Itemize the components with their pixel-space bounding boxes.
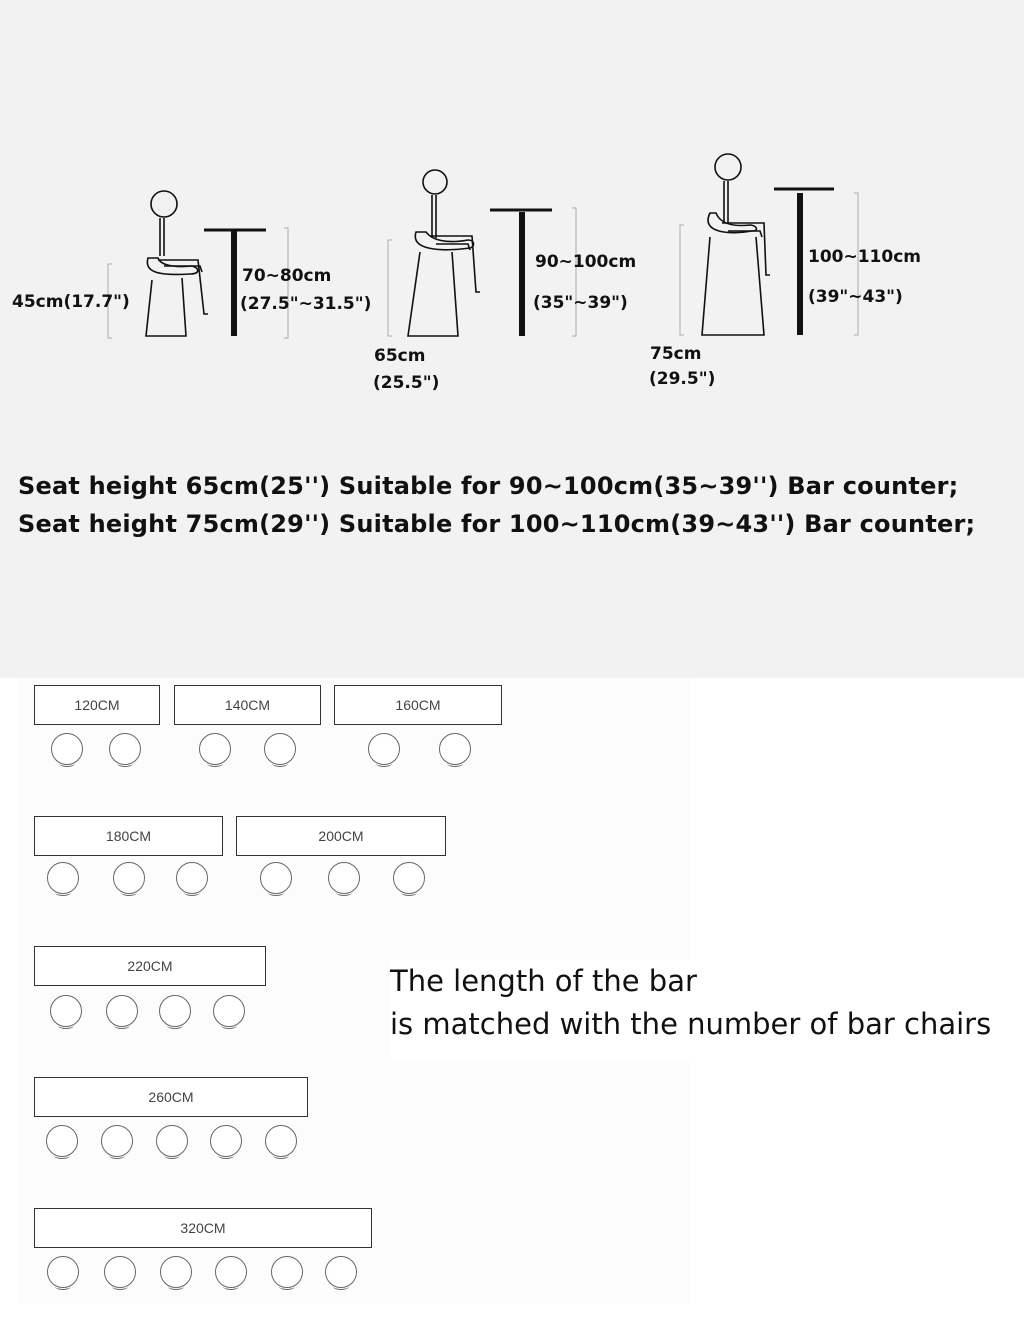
bar-length-label: 260CM: [148, 1089, 194, 1105]
mid-counter-height-in: (35"~39"): [533, 293, 628, 313]
low-stool-figure: [107, 190, 289, 339]
bar-chair: [271, 1256, 303, 1290]
bar-chair: [265, 1125, 297, 1159]
bar-counter: 160CM: [334, 685, 502, 725]
mid-counter-height-cm: 90~100cm: [535, 252, 637, 272]
bar-chair: [109, 733, 141, 767]
bar-length-label: 140CM: [224, 697, 271, 713]
bar-counter: 180CM: [34, 816, 223, 856]
high-seat-height-cm: 75cm: [650, 344, 702, 364]
bar-chair: [213, 995, 245, 1029]
note-line-1: The length of the bar: [390, 964, 697, 998]
seat-height-65-line: Seat height 65cm(25'') Suitable for 90~1…: [18, 472, 959, 500]
bar-chair: [264, 733, 296, 767]
height-guide-panel: [0, 0, 1024, 678]
bar-chair: [47, 862, 79, 896]
mid-seat-height-cm: 65cm: [374, 346, 426, 366]
bar-chair: [101, 1125, 133, 1159]
bar-chair: [50, 995, 82, 1029]
bar-chair: [393, 862, 425, 896]
bar-chair: [368, 733, 400, 767]
bar-counter: 120CM: [34, 685, 160, 725]
bar-chair: [199, 733, 231, 767]
seat-height-75-line: Seat height 75cm(29'') Suitable for 100~…: [18, 510, 976, 538]
high-counter-height-cm: 100~110cm: [808, 247, 922, 267]
bar-chair: [328, 862, 360, 896]
bar-length-label: 160CM: [395, 697, 441, 713]
high-counter-height-in: (39"~43"): [808, 287, 903, 307]
bar-chair: [51, 733, 83, 767]
bar-chair: [176, 862, 208, 896]
bar-chair: [113, 862, 145, 896]
bar-chair: [104, 1256, 136, 1290]
bar-chair: [156, 1125, 188, 1159]
note-line-2: is matched with the number of bar chairs: [390, 1007, 992, 1041]
bar-length-label: 120CM: [74, 697, 120, 713]
high-seat-height-in: (29.5"): [649, 369, 716, 389]
bar-chair: [215, 1256, 247, 1290]
mid-seat-height-in: (25.5"): [373, 373, 440, 393]
bar-chair: [210, 1125, 242, 1159]
bar-length-label: 220CM: [127, 958, 173, 974]
bar-length-label: 320CM: [180, 1220, 226, 1236]
bar-chair: [159, 995, 191, 1029]
bar-length-label: 180CM: [105, 828, 152, 844]
bar-length-note: The length of the bar is matched with th…: [390, 960, 1015, 1060]
low-counter-height-cm: 70~80cm: [242, 266, 332, 286]
bar-counter: 260CM: [34, 1077, 308, 1117]
bar-chair: [106, 995, 138, 1029]
bar-length-label: 200CM: [318, 828, 364, 844]
low-seat-height-label: 45cm(17.7"): [12, 292, 130, 312]
mid-stool-figure: [387, 169, 577, 337]
bar-chair: [260, 862, 292, 896]
bar-chair: [325, 1256, 357, 1290]
bar-chair: [47, 1256, 79, 1290]
bar-counter: 220CM: [34, 946, 266, 986]
bar-chair: [46, 1125, 78, 1159]
bar-counter: 320CM: [34, 1208, 372, 1248]
bar-counter: 140CM: [174, 685, 321, 725]
high-stool-figure: [679, 153, 859, 336]
low-counter-height-in: (27.5"~31.5"): [240, 294, 372, 314]
bar-chair: [160, 1256, 192, 1290]
bar-chair: [439, 733, 471, 767]
bar-counter: 200CM: [236, 816, 446, 856]
